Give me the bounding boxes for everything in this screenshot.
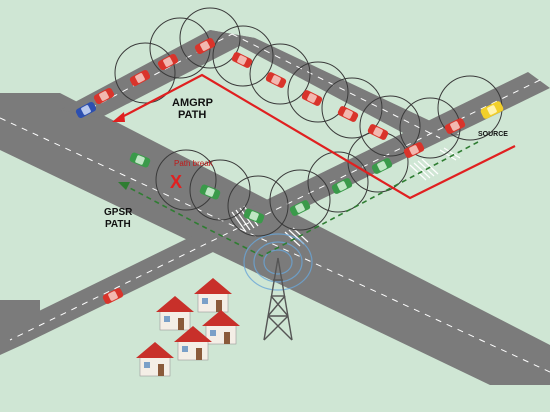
car-icon [444, 118, 466, 134]
range-circle [287, 61, 349, 123]
amgrp-arrowhead [112, 112, 125, 122]
range-circle [307, 151, 369, 213]
roads [0, 30, 550, 385]
road-spur [0, 300, 40, 345]
range-circle [212, 25, 274, 87]
lane-mark-main [0, 117, 550, 373]
car-icon [93, 87, 115, 105]
car-icon [367, 124, 389, 140]
gpsr-path-line [125, 141, 479, 257]
car-icon [331, 178, 353, 194]
amgrp-path [112, 73, 516, 200]
car-icon [129, 152, 151, 168]
path-break-marker: X Path break [170, 159, 214, 192]
car-icon [337, 106, 359, 122]
x-mark-icon: X [170, 172, 182, 192]
road-cross [0, 72, 550, 355]
source-label: SOURCE [478, 131, 508, 138]
range-circle [321, 77, 383, 139]
car-icon [157, 53, 179, 71]
road-main-fix [0, 93, 550, 385]
car-icon [371, 158, 393, 174]
car-icon [289, 200, 311, 216]
house-icon [156, 296, 194, 331]
car-icon [102, 288, 124, 304]
car-icon [231, 52, 253, 68]
path-labels: AMGRP PATH GPSR PATH SOURCE [104, 97, 508, 230]
range-circle [189, 159, 251, 221]
amgrp-label-line2: PATH [178, 109, 206, 121]
amgrp-label-line1: AMGRP [172, 97, 213, 109]
gpsr-arrowhead [118, 182, 130, 190]
house-icon [174, 326, 212, 361]
car-icon [403, 142, 425, 158]
gpsr-label-line1: GPSR [104, 207, 133, 218]
range-circle [155, 149, 217, 211]
car-icon [243, 208, 265, 224]
car-icon [75, 101, 97, 119]
gpsr-path [118, 141, 479, 257]
house-icon [202, 310, 240, 345]
houses [136, 278, 240, 377]
car-icon [194, 37, 216, 55]
house-icon [194, 278, 232, 313]
path-break-label: Path break [174, 159, 214, 168]
range-circle [359, 95, 421, 157]
amgrp-path-line [119, 73, 516, 200]
range-circle [179, 7, 241, 69]
cars [75, 37, 504, 304]
crosswalk-right [409, 147, 461, 181]
range-circle [249, 43, 311, 105]
gpsr-label-line2: PATH [105, 219, 131, 230]
range-circle [114, 42, 176, 104]
car-icon [480, 101, 504, 119]
range-circle [227, 175, 289, 237]
car-icon [199, 184, 221, 200]
house-icon [136, 342, 174, 377]
car-icon [301, 90, 323, 106]
car-icon [129, 69, 151, 87]
car-icon [265, 72, 287, 88]
lane-mark-upper-right [231, 33, 441, 139]
range-circle [269, 169, 331, 231]
radio-tower-icon [243, 233, 313, 341]
